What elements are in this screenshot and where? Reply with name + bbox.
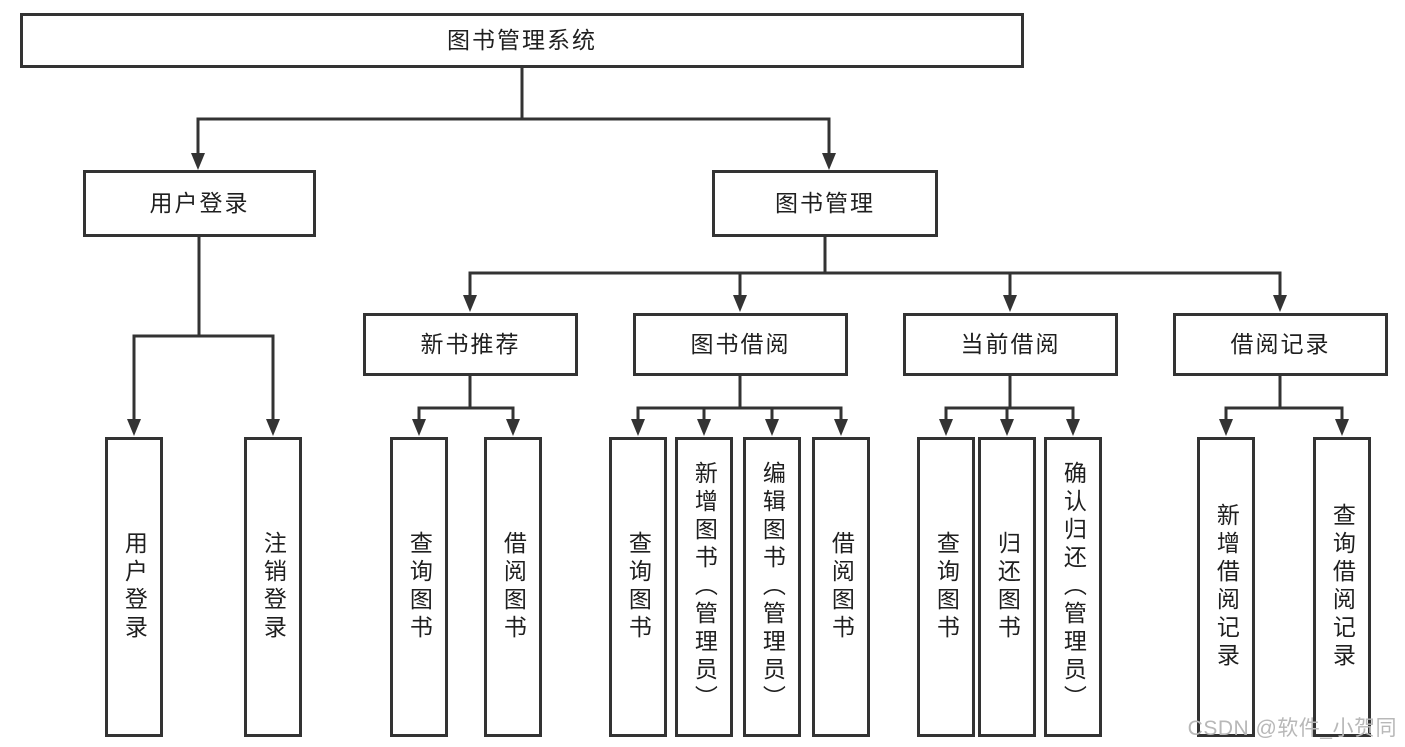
connector-book-management-subtree: [468, 237, 1282, 297]
leaf-current-query-books: 查询图书: [917, 437, 975, 737]
connector-user-login-subtree: [132, 237, 275, 421]
leaf-borrowing-query-books: 查询图书: [609, 437, 667, 737]
node-book-borrowing: 图书借阅: [633, 313, 848, 376]
node-borrowing-records: 借阅记录: [1173, 313, 1388, 376]
leaf-newbooks-query-books: 查询图书: [390, 437, 448, 737]
leaf-user-login: 用户登录: [105, 437, 163, 737]
watermark: CSDN @软件_小贺同学: [1187, 717, 1397, 740]
leaf-records-query-record: 查询借阅记录: [1313, 437, 1371, 737]
leaf-logout: 注销登录: [244, 437, 302, 737]
node-new-book-recommendation: 新书推荐: [363, 313, 578, 376]
leaf-current-confirm-return-admin: 确认归还（管理员）: [1044, 437, 1102, 737]
node-library-management-system: 图书管理系统: [20, 13, 1024, 68]
leaf-borrowing-add-books-admin: 新增图书（管理员）: [675, 437, 733, 737]
node-current-borrowing: 当前借阅: [903, 313, 1118, 376]
connector-level3-subtrees: [417, 376, 1344, 421]
node-book-management: 图书管理: [712, 170, 938, 237]
leaf-current-return-books: 归还图书: [978, 437, 1036, 737]
leaf-newbooks-borrow-books: 借阅图书: [484, 437, 542, 737]
leaf-borrowing-borrow-books: 借阅图书: [812, 437, 870, 737]
node-user-login: 用户登录: [83, 170, 316, 237]
leaf-borrowing-edit-books-admin: 编辑图书（管理员）: [743, 437, 801, 737]
arrow-down-icon: [127, 153, 1349, 436]
connector-root-to-level2: [196, 68, 831, 155]
leaf-records-add-record: 新增借阅记录: [1197, 437, 1255, 737]
